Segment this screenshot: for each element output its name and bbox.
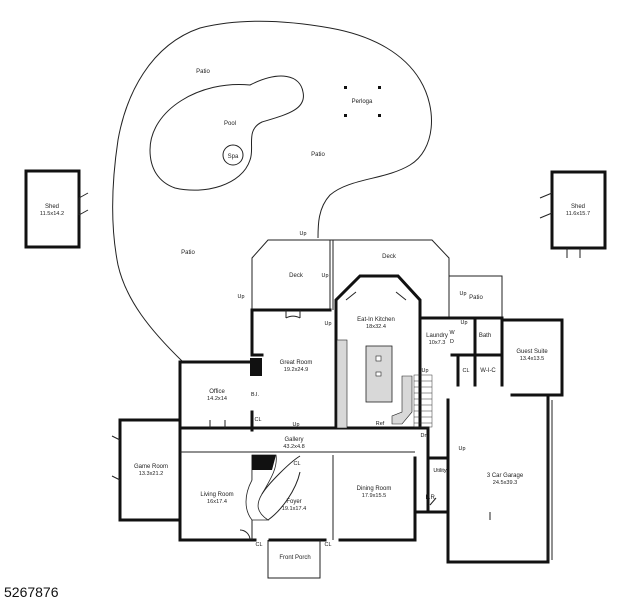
shed-right-door: [539, 192, 581, 258]
d-tag: D: [450, 339, 454, 345]
up-tag-4: Up: [325, 321, 332, 327]
stairs: [413, 374, 433, 428]
garage-name: 3 Car Garage: [487, 473, 524, 479]
deck-right-label: Deck: [382, 254, 397, 260]
laundry-name: Laundry: [426, 333, 448, 339]
spa-outline: [222, 144, 244, 166]
patio-top-label: Patio: [196, 69, 210, 75]
shed-right-outline: [550, 170, 607, 250]
house-walls: [118, 274, 564, 579]
game-room-name: Game Room: [134, 464, 168, 470]
great-room-name: Great Room: [280, 360, 313, 366]
dining-room-dim: 17.9x15.5: [362, 493, 387, 499]
game-room-dim: 13.3x21.2: [139, 471, 164, 477]
doors: [111, 291, 491, 541]
office-dim: 14.2x14: [207, 396, 227, 402]
dn-tag: Dn: [421, 433, 428, 439]
guest-suite-name: Guest Suite: [516, 349, 548, 355]
front-porch-label: Front Porch: [279, 555, 310, 561]
dining-room-name: Dining Room: [357, 486, 392, 492]
guest-suite-dim: 13.4x13.5: [520, 356, 545, 362]
up-tag-1: Up: [300, 231, 307, 237]
cl-tag-2: CL: [294, 461, 301, 467]
foyer-name: Foyer: [286, 499, 301, 505]
up-tag-5: Up: [460, 291, 467, 297]
cl-tag-3: CL: [256, 542, 263, 548]
cl-tag-1: CL: [255, 417, 262, 423]
office-name: Office: [209, 389, 225, 395]
ref-tag: Ref: [376, 421, 385, 427]
up-tag-3: Up: [322, 273, 329, 279]
w-tag: W: [449, 330, 455, 336]
living-room-name: Living Room: [200, 492, 233, 498]
fireplace: [250, 358, 262, 376]
garage-dim: 24.5x39.3: [493, 480, 518, 486]
cl-tag-5: CL: [463, 368, 470, 374]
patio-left-label: Patio: [181, 250, 195, 256]
gallery-dim: 43.2x4.8: [283, 444, 304, 450]
pergola-label: Perlogа: [352, 99, 373, 105]
deck-left-label: Deck: [289, 273, 304, 279]
foyer-staircase: [245, 454, 277, 521]
labels: Patio Pool Spa Perlogа Patio Patio Shed …: [40, 69, 590, 561]
listing-number: 5267876: [4, 584, 59, 600]
up-tag-9: Up: [422, 368, 429, 374]
laundry-dim: 10x7.3: [429, 340, 446, 346]
patio-outline: [112, 20, 432, 363]
wic-label: W-I-C: [480, 368, 496, 374]
shed-left-dim: 11.5x14.2: [40, 211, 64, 217]
shed-left-door: [78, 192, 89, 216]
kitchen-name: Eat-In Kitchen: [357, 317, 395, 323]
utility-label: Utility: [433, 468, 446, 474]
kitchen-dim: 18x32.4: [366, 324, 386, 330]
cl-tag-4: CL: [325, 542, 332, 548]
foyer-dim: 19.1x17.4: [282, 506, 307, 512]
pergola-posts: [344, 86, 381, 117]
shed-right-dim: 11.6x15.7: [566, 211, 590, 217]
gallery-name: Gallery: [284, 437, 303, 443]
kitchen-counter-right: [391, 375, 413, 425]
kitchen-counter: [336, 339, 348, 429]
living-room-dim: 16x17.4: [207, 499, 227, 505]
patio-right-label: Patio: [469, 295, 483, 301]
deck-outline: [251, 239, 450, 310]
pr-label: P.R.: [426, 495, 437, 501]
shed-left-name: Shed: [45, 204, 59, 210]
up-tag-6: Up: [461, 320, 468, 326]
pool-outline: [149, 75, 304, 191]
bath-label: Bath: [479, 333, 491, 339]
pool-label: Pool: [224, 121, 236, 127]
up-tag-2: Up: [238, 294, 245, 300]
up-tag-8: Up: [459, 446, 466, 452]
spa-label: Spa: [228, 154, 239, 160]
shed-right-name: Shed: [571, 204, 585, 210]
up-tag-7: Up: [293, 422, 300, 428]
great-room-dim: 19.2x24.9: [284, 367, 309, 373]
bi-tag: B.I.: [251, 392, 259, 398]
patio-mid-label: Patio: [311, 152, 325, 158]
